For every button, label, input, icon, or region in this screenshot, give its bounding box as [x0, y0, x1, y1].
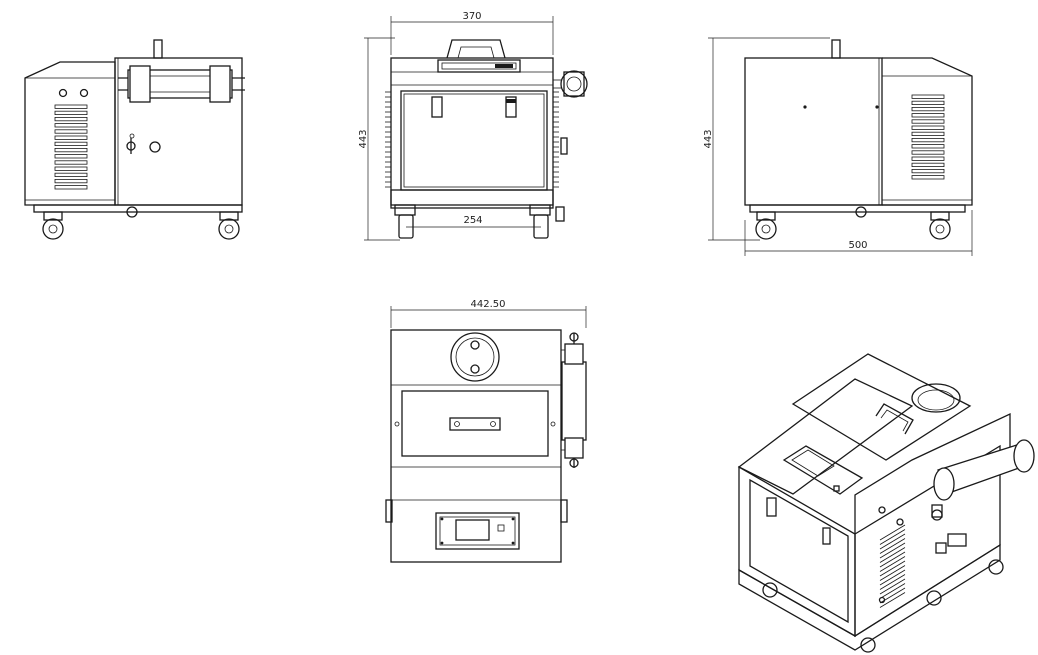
cooling-fins: [385, 91, 559, 188]
fin: [879, 547, 906, 563]
dim-side-height: 443: [703, 129, 714, 148]
louver-vents: [911, 94, 945, 180]
dim-front-height: 443: [358, 129, 369, 148]
vent-slot: [911, 168, 945, 174]
vent-slot: [911, 175, 945, 180]
fin: [879, 578, 906, 595]
vent-slot: [54, 172, 88, 177]
vent-slot: [911, 119, 945, 124]
fin: [879, 533, 906, 550]
vent-slot: [54, 185, 88, 190]
vent-slot: [911, 156, 945, 161]
vent-slot: [54, 110, 88, 115]
vent-slot: [911, 100, 945, 105]
vent-slot: [54, 117, 88, 122]
vent-slot: [911, 94, 945, 99]
fin: [879, 551, 906, 568]
fin: [879, 529, 906, 545]
left-side-view: [24, 39, 245, 240]
vent-slot: [54, 166, 88, 171]
vent-slot: [54, 160, 88, 165]
louver-vents: [54, 104, 88, 190]
vent-slot: [54, 141, 88, 146]
vent-slot: [54, 129, 88, 134]
vent-slot: [911, 162, 945, 167]
dim-top-width: 442.50: [471, 299, 506, 310]
fin: [879, 556, 906, 572]
front-view: 370 443 254: [358, 11, 588, 241]
dim-front-width: 370: [462, 11, 481, 22]
fin: [879, 592, 906, 608]
dim-wheel-track: 254: [463, 215, 482, 226]
vent-slot: [911, 131, 945, 136]
vent-slot: [54, 123, 88, 128]
vent-slot: [911, 107, 945, 112]
vent-slot: [911, 137, 945, 143]
vent-slot: [54, 154, 88, 159]
vent-slot: [54, 104, 88, 109]
right-side-view: 443 500: [703, 37, 973, 256]
dim-side-depth: 500: [848, 240, 867, 251]
vent-slot: [911, 125, 945, 130]
fin: [879, 583, 906, 599]
vent-slot: [54, 178, 88, 184]
fin: [879, 538, 906, 554]
fin: [879, 565, 906, 581]
isometric-view: [737, 353, 1035, 653]
vent-slot: [54, 147, 88, 153]
vent-slot: [911, 150, 945, 155]
fin: [879, 524, 906, 541]
fin: [879, 574, 906, 590]
vent-slot: [911, 144, 945, 149]
vent-slot: [911, 113, 945, 118]
vent-slot: [54, 135, 88, 140]
cooling-fins: [879, 524, 906, 608]
fin: [879, 569, 906, 586]
fin: [879, 542, 906, 559]
top-view: 442.50: [385, 299, 587, 563]
fin: [879, 560, 906, 577]
